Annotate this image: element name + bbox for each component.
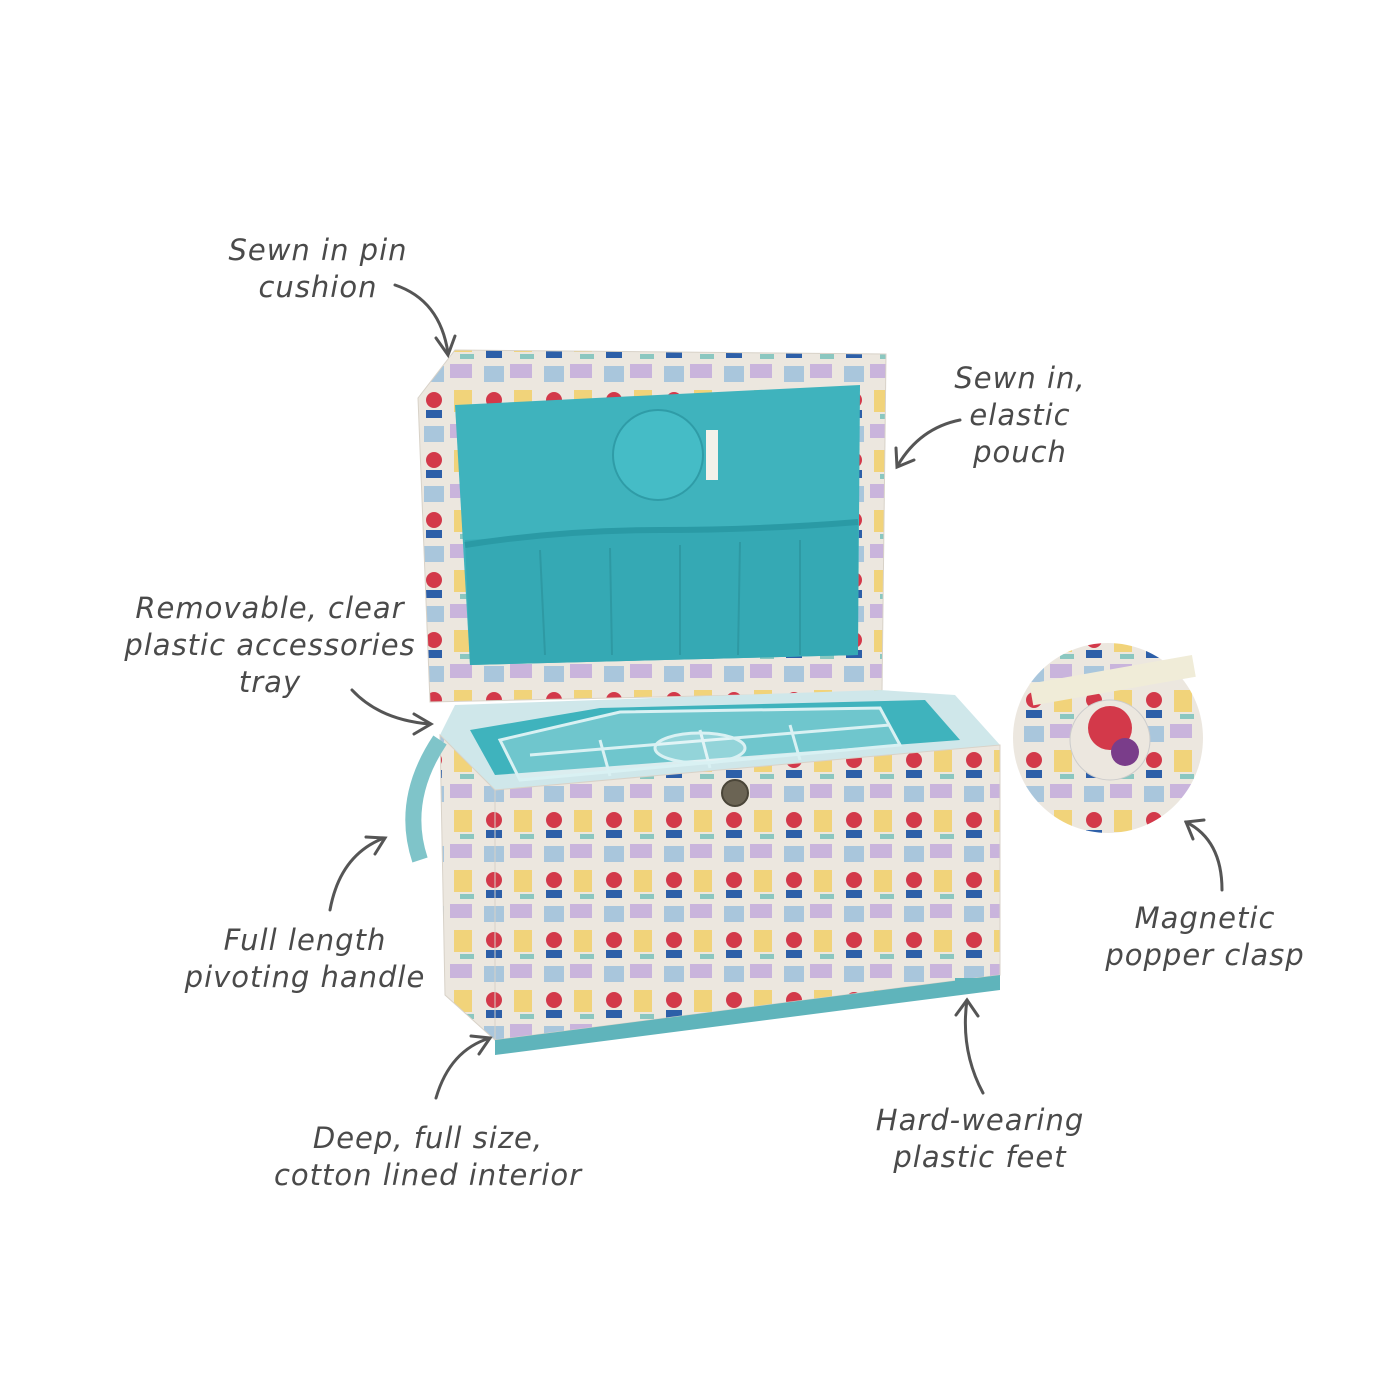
label-line: cotton lined interior	[273, 1158, 583, 1192]
label-clasp: Magnetic popper clasp	[1105, 900, 1304, 974]
label-handle: Full length pivoting handle	[185, 922, 426, 996]
label-line: Deep, full size,	[312, 1121, 544, 1155]
label-line: pivoting handle	[184, 960, 426, 994]
label-pin-cushion: Sewn in pin cushion	[228, 232, 407, 306]
plastic-foot	[955, 978, 977, 992]
arrow-handle	[328, 836, 386, 912]
arrow-interior	[434, 1036, 492, 1100]
label-line: Removable, clear	[135, 591, 405, 625]
arrow-pouch	[896, 418, 962, 467]
label-line: cushion	[258, 270, 378, 304]
arrow-pin-cushion	[393, 283, 450, 355]
label-line: Hard-wearing	[875, 1103, 1085, 1137]
label-line: elastic	[969, 398, 1071, 432]
label-elastic-pouch: Sewn in, elastic pouch	[954, 360, 1085, 471]
label-line: Sewn in,	[954, 361, 1086, 395]
label-line: popper clasp	[1105, 938, 1305, 972]
base	[405, 690, 1001, 1055]
label-line: tray	[238, 665, 302, 699]
label-line: Full length	[223, 923, 387, 957]
label-line: Magnetic	[1134, 901, 1276, 935]
pin-cushion	[612, 409, 704, 501]
arrow-tray	[350, 688, 432, 726]
magnetic-clasp	[721, 779, 749, 807]
label-line: Sewn in pin	[228, 233, 408, 267]
label-line: plastic feet	[893, 1140, 1067, 1174]
label-feet: Hard-wearing plastic feet	[876, 1102, 1084, 1176]
brand-tag	[706, 430, 718, 480]
accessories-tray	[497, 706, 903, 782]
arrow-feet	[963, 998, 985, 1095]
arrow-clasp	[1184, 820, 1224, 892]
label-interior: Deep, full size, cotton lined interior	[274, 1120, 582, 1194]
elastic-pouch	[465, 520, 858, 665]
label-line: plastic accessories	[124, 628, 416, 662]
handle[interactable]	[405, 735, 447, 863]
clasp-detail-inset	[1013, 643, 1203, 833]
label-tray: Removable, clear plastic accessories tra…	[124, 590, 415, 701]
lid	[417, 349, 887, 703]
label-line: pouch	[973, 435, 1067, 469]
annotation-arrows	[328, 283, 1224, 1100]
